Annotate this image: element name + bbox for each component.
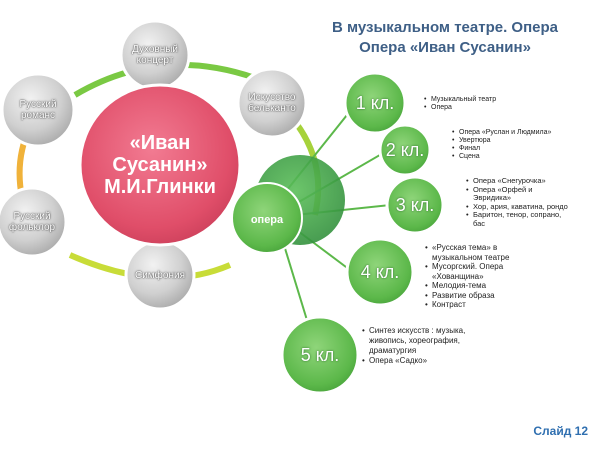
- grade-list-4: «Русская тема» в музыкальном театре Мусо…: [425, 243, 530, 310]
- grade-4-item: Контраст: [425, 300, 530, 310]
- grade-4-item: Мусоргский. Опера «Хованщина»: [425, 262, 530, 281]
- opera-label: опера: [250, 214, 284, 226]
- grade-circle-4: [345, 237, 415, 307]
- grade-3-item: Хор, ария, каватина, рондо: [466, 202, 571, 212]
- grade-3-item: Баритон, тенор, сопрано, бас: [466, 210, 571, 228]
- center-title-line-2: Сусанин»: [112, 154, 208, 176]
- grade-4-item: Развитие образа: [425, 291, 530, 301]
- grade-circle-3: [385, 175, 445, 235]
- ring-label-dukhovny: Духовный концерт: [131, 44, 179, 66]
- grade-label-1: 1 кл.: [355, 92, 395, 113]
- ring-label-romans: Русский романс: [19, 99, 57, 121]
- grade-list-2: Опера «Руслан и Людмила» Увертюра Финал …: [452, 129, 562, 161]
- ring-circle-folklor: [0, 186, 68, 258]
- center-title-line-3: М.И.Глинки: [104, 176, 216, 198]
- grade-1-item: Музыкальный театр: [424, 96, 544, 104]
- opera-circle: [231, 182, 303, 254]
- grade-2-item: Опера «Руслан и Людмила»: [452, 129, 562, 137]
- grade-circle-1: [343, 71, 407, 135]
- ring-label-folklor: Русский фольклор: [8, 211, 56, 233]
- grade-list-3: Опера «Снегурочка» Опера «Орфей и Эвриди…: [466, 176, 571, 228]
- grade-circle-5: [280, 315, 360, 395]
- ring-label-simfonia: Симфония: [135, 269, 185, 281]
- grade-4-item: Мелодия-тема: [425, 281, 530, 291]
- grade-label-4: 4 кл.: [360, 261, 400, 282]
- grade-list-5: Синтез искусств : музыка, живопись, хоре…: [362, 326, 467, 366]
- slide-title-line-2: Опера «Иван Сусанин»: [359, 39, 531, 56]
- center-title-line-1: «Иван: [129, 132, 191, 154]
- slide-title-line-1: В музыкальном театре. Опера: [332, 19, 558, 36]
- grade-2-item: Увертюра: [452, 137, 562, 145]
- center-circle: [78, 83, 242, 247]
- grade-3-item: Опера «Снегурочка»: [466, 176, 571, 186]
- grade-4-item: «Русская тема» в музыкальном театре: [425, 243, 530, 262]
- grade-2-item: Финал: [452, 145, 562, 153]
- center-title: «Иван Сусанин» М.И.Глинки: [85, 120, 235, 210]
- grade-5-item: Синтез искусств : музыка, живопись, хоре…: [362, 326, 467, 356]
- slide-number: Слайд 12: [533, 424, 588, 438]
- ring-circle-romans: [0, 72, 76, 148]
- ring-circle-belkanto: [236, 67, 308, 139]
- ring-label-belkanto: Искусство бельканто: [248, 92, 296, 114]
- grade-5-item: Опера «Садко»: [362, 356, 467, 366]
- grade-circle-2: [378, 123, 432, 177]
- grade-label-5: 5 кл.: [300, 344, 340, 365]
- grade-1-item: Опера: [424, 104, 544, 112]
- grade-list-1: Музыкальный театр Опера: [424, 96, 544, 112]
- grade-label-2: 2 кл.: [385, 139, 425, 160]
- grade-3-item: Опера «Орфей и Эвридика»: [466, 185, 571, 203]
- grade-2-item: Сцена: [452, 153, 562, 161]
- grade-label-3: 3 кл.: [395, 194, 435, 215]
